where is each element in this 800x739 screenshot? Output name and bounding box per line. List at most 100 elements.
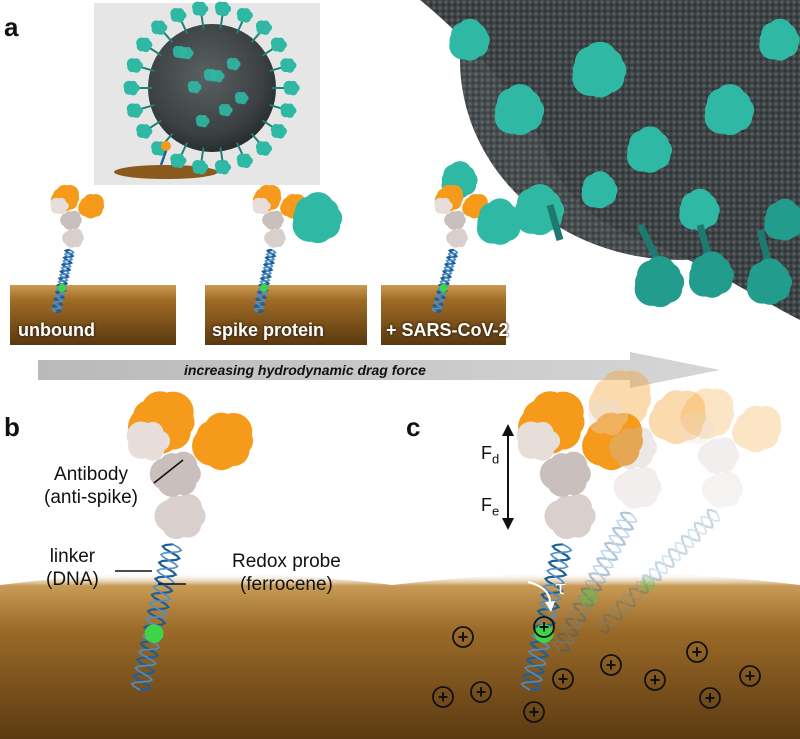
antibody-fab-right-unbound bbox=[78, 193, 105, 219]
construct-panel-c bbox=[516, 370, 782, 692]
ferrocene-probe-b bbox=[144, 624, 164, 643]
antibody-fc-spike bbox=[264, 228, 286, 248]
surface-panel-c bbox=[392, 572, 800, 739]
spike-small bbox=[255, 20, 273, 35]
charge-sign: + bbox=[438, 687, 449, 707]
spike-protein bbox=[572, 41, 627, 98]
ferrocene-probe-c-tilt2 bbox=[639, 576, 656, 593]
ferrocene-probe-spike bbox=[260, 284, 268, 292]
state-label-sars-cov-2: + SARS-CoV-2 bbox=[386, 320, 509, 340]
antibody-fc-c-tilt1 bbox=[613, 466, 662, 509]
spike-small bbox=[126, 58, 143, 73]
drag-force-symbol: F bbox=[481, 443, 492, 463]
antibody-leader-line bbox=[153, 459, 184, 484]
antibody-light-chain-c bbox=[516, 421, 561, 461]
electric-force-subscript: e bbox=[492, 503, 500, 519]
surface-charge: + bbox=[739, 665, 761, 687]
construct-unbound bbox=[50, 184, 105, 314]
spike-protein-hanging bbox=[688, 251, 734, 298]
spike-surface-small bbox=[187, 80, 202, 94]
virus-inset bbox=[94, 1, 320, 185]
spike-small bbox=[151, 20, 168, 35]
spike-surface-small bbox=[179, 46, 194, 60]
virus-core-small bbox=[148, 24, 276, 152]
charge-sign: + bbox=[692, 642, 703, 662]
surface-unbound bbox=[10, 285, 176, 345]
antibody-light-chain-c-tilt2 bbox=[679, 412, 715, 445]
spike-small bbox=[270, 37, 288, 53]
charge-sign: + bbox=[558, 669, 569, 689]
redox-probe-label: Redox probe (ferrocene) bbox=[232, 550, 341, 596]
ferrocene-probe-virus bbox=[439, 284, 448, 292]
spike-stalk bbox=[546, 204, 564, 241]
electric-force-symbol: F bbox=[481, 495, 492, 515]
surface-charge: + bbox=[452, 626, 474, 648]
antibody-light-chain-spike bbox=[252, 197, 271, 215]
antibody-hinge-spike bbox=[262, 210, 284, 230]
antibody-light-chain-unbound bbox=[50, 197, 69, 215]
torque-arrowhead bbox=[545, 601, 555, 612]
surface-charge: + bbox=[432, 686, 454, 708]
redox-probe-label-line1: Redox probe bbox=[232, 551, 341, 572]
spike-small bbox=[280, 103, 297, 118]
surface-charge: + bbox=[644, 669, 666, 691]
drag-force-arrow-label: increasing hydrodynamic drag force bbox=[184, 362, 426, 378]
bound-virus-spike bbox=[476, 198, 522, 245]
bound-spike-protein bbox=[292, 192, 343, 244]
antibody-fc-virus bbox=[446, 228, 468, 248]
antibody-fab-right-c bbox=[582, 412, 644, 471]
spike-protein bbox=[704, 84, 755, 136]
charge-sign: + bbox=[745, 666, 756, 686]
antibody-light-chain-b bbox=[126, 421, 171, 461]
spike-small bbox=[123, 80, 140, 96]
spike-small bbox=[192, 159, 209, 175]
state-label-unbound: unbound bbox=[18, 320, 95, 340]
antibody-fc-c-tilt2 bbox=[701, 471, 744, 508]
linker-label: linker (DNA) bbox=[46, 545, 99, 591]
charge-sign: + bbox=[529, 702, 540, 722]
spike-protein bbox=[494, 84, 545, 136]
spike-small bbox=[214, 1, 232, 17]
antibody-hinge-virus bbox=[444, 210, 466, 230]
charge-sign: + bbox=[650, 670, 661, 690]
spike-small bbox=[236, 8, 253, 23]
antibody-hinge-c-tilt1 bbox=[609, 426, 657, 470]
drag-force-subscript: d bbox=[492, 451, 500, 467]
virus-spike-proteins bbox=[441, 18, 800, 308]
spike-small bbox=[236, 153, 253, 169]
antibody-fc-b bbox=[154, 493, 206, 539]
antibody-fab-right-b bbox=[192, 412, 254, 471]
charge-sign: + bbox=[476, 682, 487, 702]
virus-closeup bbox=[420, 0, 800, 320]
spike-small bbox=[192, 1, 209, 17]
antibody-label-line1: Antibody bbox=[54, 464, 128, 485]
drag-force-arrow bbox=[38, 352, 720, 388]
surface-charge: + bbox=[600, 654, 622, 676]
ferrocene-probe-unbound bbox=[58, 284, 66, 292]
drag-force-vector bbox=[502, 424, 514, 488]
charge-sign: + bbox=[705, 688, 716, 708]
dna-linker-c-tilt1 bbox=[553, 511, 638, 653]
spike-protein-hanging bbox=[746, 258, 792, 305]
ferrocene-probe-c-tilt1 bbox=[580, 588, 598, 606]
charge-sign: + bbox=[458, 627, 469, 647]
dna-linker-b bbox=[130, 543, 183, 692]
spike-protein bbox=[581, 171, 618, 209]
spike-small bbox=[126, 103, 143, 118]
construct-panel-b bbox=[126, 391, 254, 692]
surface-charge: + bbox=[686, 641, 708, 663]
panel-letter-c: c bbox=[406, 412, 421, 442]
spike-small bbox=[283, 80, 300, 96]
drag-force-label: Fd bbox=[481, 443, 499, 467]
spike-surface-small bbox=[234, 91, 249, 105]
state-label-spike-protein: spike protein bbox=[212, 320, 325, 340]
dna-linker-spike bbox=[253, 248, 277, 314]
dna-linker-virus bbox=[431, 248, 459, 314]
antibody-light-chain-c-tilt1 bbox=[587, 398, 629, 436]
ferrocene-probe-c bbox=[534, 624, 554, 643]
antibody-label-line2: (anti-spike) bbox=[44, 487, 138, 508]
torque-label: τ bbox=[555, 575, 567, 599]
surface-charge: + bbox=[523, 701, 545, 723]
antibody-fab-right-c-tilt1 bbox=[648, 390, 706, 445]
